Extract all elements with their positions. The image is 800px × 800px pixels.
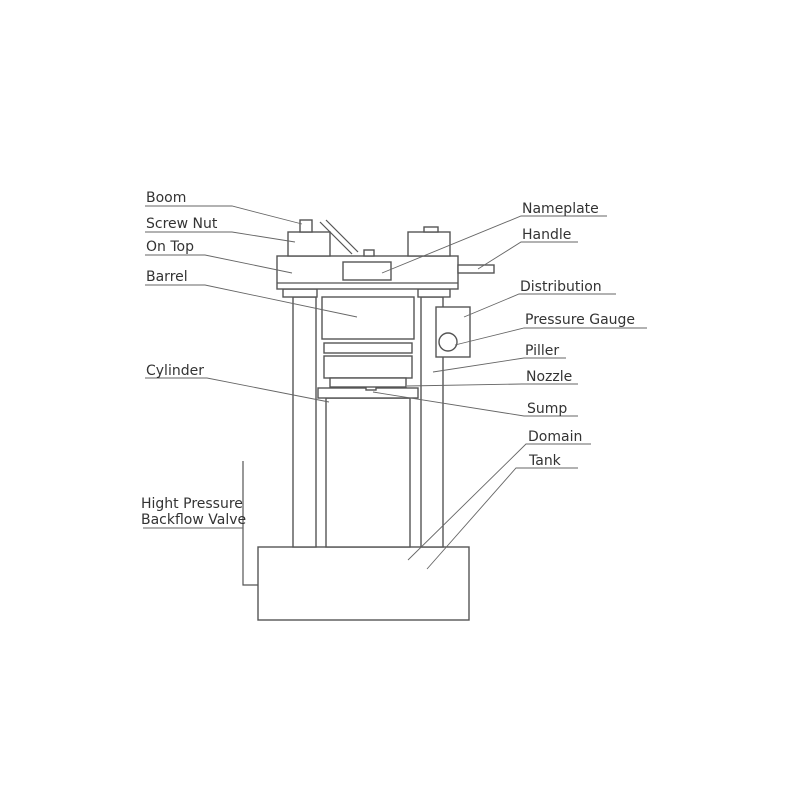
label-barrel: Barrel: [146, 269, 188, 285]
leader-piller: [432, 357, 566, 373]
left-screw-nut: [287, 231, 331, 257]
pressure-gauge-dial: [438, 332, 458, 352]
label-backflow-valve-line2: Backflow Valve: [141, 512, 246, 528]
label-tank: Tank: [528, 453, 562, 469]
handle-bar: [457, 264, 495, 274]
label-screw-nut: Screw Nut: [146, 216, 218, 232]
leader-cylinder: [145, 377, 330, 403]
label-nameplate: Nameplate: [522, 201, 599, 217]
label-nozzle: Nozzle: [526, 369, 572, 385]
left-pillar: [292, 296, 317, 548]
leader-distribution: [463, 293, 616, 318]
label-piller: Piller: [525, 343, 559, 359]
leader-nameplate: [381, 215, 607, 274]
leader-on-top: [145, 254, 293, 274]
label-backflow-valve-line1: Hight Pressure: [141, 496, 243, 512]
label-on-top: On Top: [146, 239, 194, 255]
leader-lines: [143, 205, 647, 570]
machine-drawing: [242, 219, 495, 621]
boom-link-b: [325, 219, 359, 253]
leader-boom: [145, 205, 303, 225]
label-boom: Boom: [146, 190, 186, 206]
leader-handle: [477, 241, 578, 270]
backflow-valve-pipe: [242, 461, 258, 586]
boom-bolt: [299, 219, 313, 233]
right-screw-nut: [407, 231, 451, 257]
label-sump: Sump: [527, 401, 567, 417]
label-pressure-gauge: Pressure Gauge: [525, 312, 635, 328]
label-domain: Domain: [528, 429, 582, 445]
label-distribution: Distribution: [520, 279, 602, 295]
leader-screw-nut: [145, 231, 296, 243]
right-bolt: [423, 226, 439, 233]
tank-base: [257, 546, 470, 621]
leader-nozzle: [406, 383, 578, 387]
leader-sump: [372, 391, 578, 417]
leader-pressure-gauge: [454, 327, 647, 346]
nameplate-plate: [342, 261, 392, 281]
left-collar: [282, 288, 318, 298]
label-cylinder: Cylinder: [146, 363, 204, 379]
leader-domain: [407, 443, 591, 561]
center-bolt: [363, 249, 375, 257]
barrel-ring-2: [323, 355, 413, 379]
barrel-body: [321, 296, 415, 340]
barrel-ring-1: [323, 342, 413, 354]
boom-link-a: [319, 221, 353, 255]
leader-barrel: [145, 284, 358, 318]
label-handle: Handle: [522, 227, 571, 243]
cylinder-body: [325, 397, 411, 548]
leader-tank: [426, 467, 578, 570]
right-collar: [417, 288, 451, 298]
labels: Boom Screw Nut On Top Barrel Cylinder Hi…: [141, 190, 635, 528]
barrel-lower-ring: [329, 377, 407, 388]
